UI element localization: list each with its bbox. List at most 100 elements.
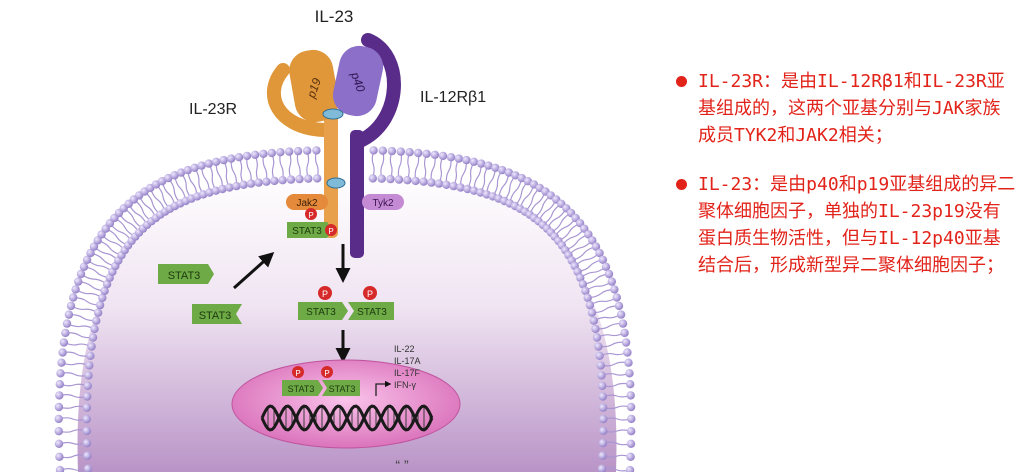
lipid-head: [396, 147, 405, 156]
lipid-tail: [63, 341, 92, 348]
lipid-tail: [546, 207, 567, 229]
lipid-tail: [155, 183, 171, 210]
lipid-tail: [397, 151, 403, 180]
phospho-dimer-left: [318, 286, 332, 300]
cytoplasm: [77, 170, 617, 472]
stat3-dimer-left: STAT3: [298, 302, 348, 320]
lipid-head: [92, 316, 101, 325]
lipid-head: [583, 293, 592, 302]
lipid-tail: [62, 351, 91, 357]
note-il23: IL-23：是由p40和p19亚基组成的异二聚体细胞因子，单独的IL-23p19…: [676, 171, 1016, 279]
fibronectin-domain-top: [322, 108, 344, 120]
svg-text:P: P: [295, 369, 300, 378]
lipid-head: [587, 308, 597, 317]
lipid-head: [54, 427, 63, 436]
svg-text:STAT3: STAT3: [199, 310, 232, 322]
lipid-head: [604, 269, 614, 279]
lipid-head: [411, 176, 420, 186]
bullet-icon: [676, 179, 687, 190]
lipid-head: [598, 403, 608, 412]
lipid-head: [504, 168, 514, 177]
lipid-tail: [174, 175, 187, 202]
lipid-head: [170, 171, 179, 180]
lipid-head: [93, 236, 102, 245]
lipid-tail: [438, 155, 444, 184]
phospho-jak2: [305, 208, 317, 220]
lipid-head: [597, 464, 607, 472]
lipid-head: [270, 176, 279, 186]
lipid-head: [262, 177, 271, 186]
lipid-tail: [167, 177, 181, 204]
lipid-tail: [65, 332, 94, 339]
svg-text:p19: p19: [304, 76, 324, 101]
lipid-head: [74, 277, 83, 286]
tyk2-kinase: Tyk2: [362, 194, 404, 210]
lipid-tail: [306, 150, 310, 179]
lipid-head: [157, 177, 167, 186]
lipid-tail: [78, 281, 105, 292]
lipid-tail: [453, 158, 460, 187]
lipid-head: [599, 414, 608, 424]
il12rb1-label: IL-12Rβ1: [420, 89, 486, 106]
lipid-tail: [133, 199, 152, 222]
lipid-tail: [498, 172, 510, 199]
lipid-head: [204, 159, 213, 168]
il12rb1-chain: [355, 33, 401, 147]
lipid-tail: [414, 152, 420, 181]
lipid-head: [627, 427, 636, 436]
lipid-tail: [430, 154, 436, 183]
lipid-head: [607, 277, 616, 286]
lipid-tail: [577, 259, 604, 273]
lipid-head: [469, 157, 479, 166]
svg-text:P: P: [367, 289, 373, 299]
phospho-nuclear-left: [292, 366, 304, 378]
lipid-tail: [473, 163, 482, 191]
lipid-tail: [138, 195, 157, 219]
lipid-head: [57, 358, 66, 367]
lipid-head: [626, 452, 635, 461]
lipid-head: [183, 165, 192, 175]
lipid-tail: [59, 383, 88, 387]
lipid-head: [377, 174, 386, 183]
lipid-head: [205, 188, 214, 197]
lipid-head: [517, 173, 526, 183]
lipid-tail: [596, 332, 625, 339]
lipid-head: [98, 293, 107, 302]
lipid-head: [55, 391, 64, 400]
lipid-tail: [279, 152, 284, 181]
lipid-tail: [423, 153, 428, 182]
lipid-head: [227, 154, 236, 163]
lipid-tail: [598, 341, 627, 348]
lipid-head: [234, 153, 244, 162]
target-genes: IL-22 IL-17A IL-17F IFN-γ: [394, 344, 421, 390]
lipid-head: [454, 154, 463, 163]
svg-text:P: P: [308, 211, 313, 220]
lipid-head: [88, 333, 98, 342]
lipid-tail: [524, 187, 541, 213]
lipid-tail: [603, 429, 632, 433]
svg-text:P: P: [328, 227, 333, 236]
lipid-head: [442, 180, 451, 189]
bullet-icon: [676, 76, 687, 87]
lipid-head: [87, 342, 96, 351]
lipid-head: [369, 146, 378, 155]
lipid-head: [83, 451, 92, 460]
lipid-head: [242, 151, 252, 161]
il23r-label: IL-23R: [189, 101, 237, 118]
svg-text:STAT3: STAT3: [357, 307, 387, 318]
jak2-kinase: Jak2: [286, 194, 328, 210]
lipid-head: [82, 426, 92, 436]
lipid-tail: [201, 165, 211, 193]
lipid-tail: [533, 194, 552, 219]
stat3-docked: STAT3: [287, 222, 333, 238]
lipid-head: [598, 381, 607, 390]
svg-text:Tyk2: Tyk2: [372, 198, 394, 209]
lipid-head: [225, 183, 234, 192]
lipid-head: [83, 392, 92, 401]
lipid-head: [625, 369, 634, 378]
lipid-head: [394, 175, 404, 184]
lipid-head: [246, 179, 256, 188]
lipid-head: [591, 324, 600, 334]
lipid-head: [601, 262, 611, 271]
lipid-tail: [101, 233, 126, 251]
